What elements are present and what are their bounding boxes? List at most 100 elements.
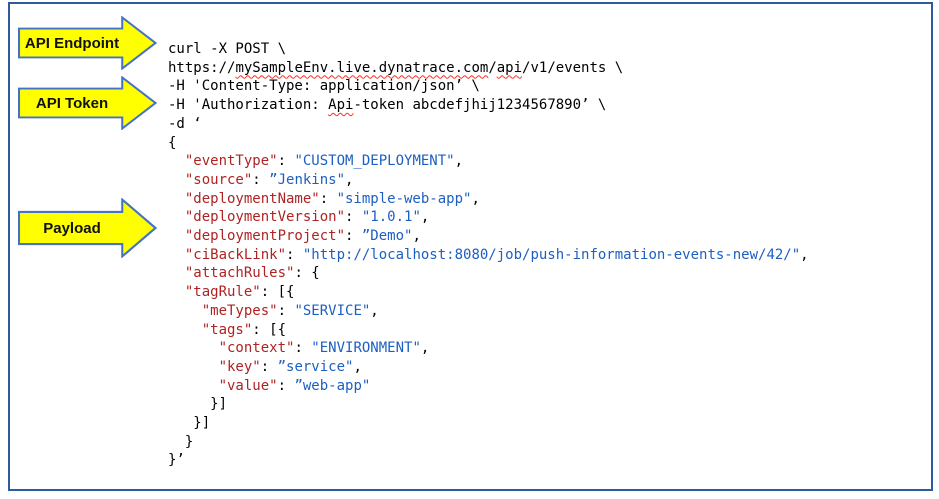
- code-segment-plain: Api: [328, 97, 354, 114]
- code-segment-plain: }]: [168, 396, 228, 413]
- code-segment-plain: /: [488, 59, 497, 76]
- code-segment-plain: :: [252, 171, 270, 188]
- code-segment-plain: : [{: [260, 284, 295, 301]
- code-segment-plain: ,: [420, 340, 430, 357]
- code-segment-key: "tags": [201, 321, 253, 338]
- code-segment-plain: [168, 153, 185, 169]
- code-segment-plain: [168, 284, 185, 300]
- code-segment-plain: ,: [420, 209, 430, 226]
- code-segment-plain: [168, 359, 219, 375]
- code-segment-plain: mySampleEnv.live.dynatrace.com: [235, 59, 489, 76]
- code-line: "meTypes": "SERVICE",: [168, 302, 809, 321]
- code-segment-key: "attachRules": [184, 265, 295, 282]
- code-segment-plain: ,: [412, 228, 421, 245]
- code-segment-key: "tagRule": [184, 284, 261, 301]
- code-line: "value": ”web-app": [168, 377, 809, 396]
- code-segment-plain: -H 'Authorization:: [168, 97, 329, 114]
- code-segment-plain: [168, 265, 185, 281]
- code-segment-plain: :: [319, 190, 337, 207]
- callout-api-endpoint: API Endpoint: [18, 16, 157, 70]
- code-block: curl -X POST \ https://mySampleEnv.live.d…: [168, 40, 809, 470]
- code-segment-plain: :: [345, 209, 362, 226]
- slide-border-frame: [8, 2, 933, 491]
- code-segment-key: "deploymentVersion": [184, 209, 346, 226]
- right-arrow-icon: [18, 76, 157, 130]
- code-segment-value: "simple-web-app": [336, 190, 472, 207]
- code-line: "key": ”service",: [168, 358, 809, 377]
- code-segment-key: "deploymentProject": [184, 228, 346, 245]
- code-line: }]: [168, 395, 809, 414]
- code-segment-plain: :: [345, 228, 362, 245]
- code-segment-key: "context": [218, 340, 295, 357]
- code-line: }]: [168, 414, 809, 433]
- code-segment-plain: api: [496, 59, 523, 76]
- code-segment-plain: : {: [294, 265, 320, 282]
- code-segment-plain: ,: [800, 246, 809, 263]
- code-segment-plain: [168, 303, 202, 319]
- code-segment-value: ”service": [277, 358, 354, 375]
- code-line: -H 'Authorization: Api-token abcdefjhij1…: [168, 96, 809, 115]
- code-line: }: [168, 433, 809, 452]
- code-segment-plain: ,: [353, 358, 362, 375]
- code-segment-plain: [168, 172, 185, 188]
- code-segment-plain: curl -X POST \: [168, 41, 287, 57]
- code-segment-value: "ENVIRONMENT": [311, 340, 421, 357]
- code-segment-plain: : [{: [252, 321, 287, 338]
- code-segment-plain: {: [168, 134, 177, 151]
- callout-payload: Payload: [18, 198, 157, 258]
- code-segment-plain: [168, 191, 185, 207]
- right-arrow-icon: [18, 198, 157, 258]
- code-segment-plain: :: [277, 153, 295, 170]
- code-line: "deploymentName": "simple-web-app",: [168, 190, 809, 209]
- right-arrow-icon: [18, 16, 157, 70]
- code-segment-key: "value": [218, 377, 278, 394]
- code-segment-key: "deploymentName": [184, 190, 320, 207]
- code-segment-plain: }]: [168, 415, 211, 432]
- code-segment-value: "http://localhost:8080/job/push-informat…: [302, 246, 801, 263]
- code-segment-plain: }: [168, 433, 194, 450]
- code-line: "source": ”Jenkins",: [168, 171, 809, 190]
- code-segment-value: ”web-app": [294, 377, 371, 394]
- code-segment-key: "meTypes": [201, 302, 278, 319]
- code-segment-plain: [168, 378, 219, 394]
- code-line: "ciBackLink": "http://localhost:8080/job…: [168, 246, 809, 265]
- code-segment-value: "1.0.1": [361, 209, 421, 226]
- code-segment-value: "SERVICE": [294, 302, 371, 319]
- code-segment-key: "key": [218, 358, 261, 375]
- code-line: "tags": [{: [168, 321, 809, 340]
- code-segment-plain: [168, 340, 219, 356]
- code-line: "context": "ENVIRONMENT",: [168, 339, 809, 358]
- code-line: {: [168, 134, 809, 153]
- code-segment-value: "CUSTOM_DEPLOYMENT": [294, 153, 455, 170]
- code-segment-plain: ,: [345, 171, 354, 188]
- code-segment-plain: :: [294, 340, 312, 357]
- code-segment-plain: https://: [168, 59, 236, 76]
- code-line: "attachRules": {: [168, 264, 809, 283]
- code-line: -d ‘: [168, 115, 809, 134]
- code-segment-plain: [168, 247, 185, 263]
- code-segment-plain: :: [277, 377, 295, 394]
- code-line: "tagRule": [{: [168, 283, 809, 302]
- code-segment-value: ”Jenkins": [269, 171, 346, 188]
- code-line: https://mySampleEnv.live.dynatrace.com/a…: [168, 59, 809, 78]
- code-segment-plain: /v1/events \: [522, 59, 624, 76]
- code-line: "deploymentProject": ”Demo",: [168, 227, 809, 246]
- code-segment-plain: [168, 322, 202, 338]
- code-segment-plain: :: [277, 302, 295, 319]
- callout-payload-label: Payload: [43, 219, 101, 237]
- code-segment-plain: :: [286, 246, 303, 263]
- code-segment-plain: -token abcdefjhij1234567890’ \: [353, 97, 607, 114]
- code-segment-plain: ,: [454, 153, 464, 170]
- code-segment-plain: ,: [471, 190, 480, 207]
- code-segment-plain: [168, 228, 185, 244]
- code-line: "eventType": "CUSTOM_DEPLOYMENT",: [168, 152, 809, 171]
- code-line: "deploymentVersion": "1.0.1",: [168, 208, 809, 227]
- code-segment-key: "source": [184, 171, 253, 188]
- code-segment-plain: ,: [370, 302, 379, 319]
- code-line: -H 'Content-Type: application/json’ \: [168, 77, 809, 96]
- callout-api-endpoint-label: API Endpoint: [24, 34, 120, 52]
- callout-api-token: API Token: [18, 76, 157, 130]
- callout-api-token-label: API Token: [35, 94, 109, 112]
- code-line: }’: [168, 451, 809, 470]
